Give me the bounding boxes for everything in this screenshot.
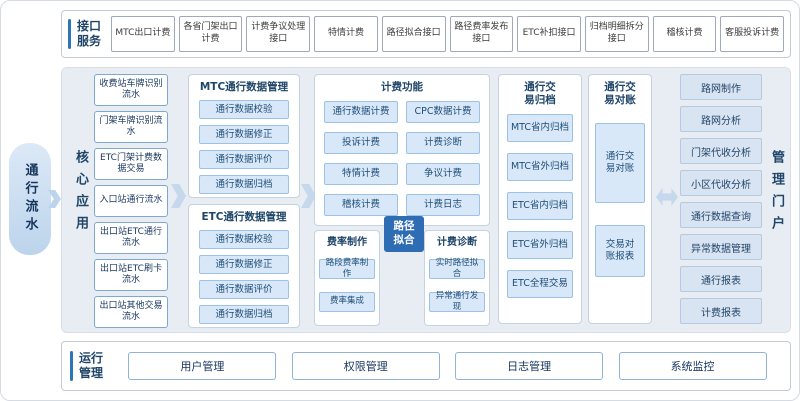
accent-bar-icon xyxy=(68,19,71,49)
operations-items: 用户管理权限管理日志管理系统监控 xyxy=(113,352,782,380)
function-item: 通行数据校验 xyxy=(199,100,289,120)
mtc-items: 通行数据校验通行数据修正通行数据评价通行数据归档 xyxy=(189,94,299,200)
function-item: 通行数据评价 xyxy=(199,150,289,170)
interface-service-item: 路径费率发布接口 xyxy=(449,16,514,52)
portal-item: 计费报表 xyxy=(680,298,762,324)
accent-bar-icon xyxy=(70,351,73,381)
operations-label-text: 运行管理 xyxy=(78,351,103,380)
transaction-reconcile-group: 通行交易对账 通行交易对账 交易对账报表 xyxy=(588,74,652,324)
arrow-right-icon xyxy=(301,184,316,208)
function-item: 争议计费 xyxy=(406,163,480,186)
portal-item: 异常数据管理 xyxy=(680,234,762,260)
operations-item: 日志管理 xyxy=(455,352,604,380)
management-portal-list: 路网制作路网分析门架代收分析小区代收分析通行数据查询异常数据管理通行报表计费报表 xyxy=(680,74,762,324)
interface-services-label-text: 接口服务 xyxy=(76,19,101,48)
function-item: 通行数据归档 xyxy=(199,305,289,325)
operations-label: 运行管理 xyxy=(70,351,105,381)
group-title: 费率制作 xyxy=(327,237,367,248)
operations-bar: 运行管理 用户管理权限管理日志管理系统监控 xyxy=(61,341,791,391)
interface-services-label: 接口服务 xyxy=(68,19,103,49)
double-arrow-icon xyxy=(656,188,678,206)
interface-service-item: 路径拟合接口 xyxy=(381,16,446,52)
portal-item: 通行报表 xyxy=(680,266,762,292)
function-item: ETC全程交易 xyxy=(507,270,573,299)
core-application-panel: 核心应用 收费站车牌识别流水门架车牌识别流水 ETC门架计费数据交易入口站通行流水… xyxy=(61,67,791,333)
billing-functions-group: 计费功能 通行数据计费 CPC数据计费投诉计费计费诊断特情计费争议计费稽核计费计费… xyxy=(314,74,490,226)
interface-service-item: 各省门架出口计费 xyxy=(178,16,243,52)
function-item: 通行数据评价 xyxy=(199,280,289,300)
management-portal-label: 管理门户 xyxy=(769,150,784,238)
function-item: 投诉计费 xyxy=(324,132,398,155)
data-source-item: 出口站其他交易流水 xyxy=(94,296,168,328)
rate-items: 路段费率制作费率集成 xyxy=(315,250,379,321)
group-title: 计费诊断 xyxy=(437,237,477,248)
portal-item: 路网分析 xyxy=(680,106,762,132)
function-item: 通行数据归档 xyxy=(199,175,289,195)
path-fitting-box: 路径拟合 xyxy=(384,216,424,252)
billing-items: 通行数据计费 CPC数据计费投诉计费计费诊断特情计费争议计费稽核计费计费日志 xyxy=(315,94,489,223)
interface-services-bar: 接口服务 MTC出口计费各省门架出口计费计费争议处理接口特情计费路径拟合接口路径… xyxy=(61,10,791,58)
portal-item: 通行数据查询 xyxy=(680,202,762,228)
function-item: 稽核计费 xyxy=(324,194,398,217)
function-item: 异常通行发现 xyxy=(429,291,485,312)
portal-item: 路网制作 xyxy=(680,74,762,100)
function-item: 路段费率制作 xyxy=(319,258,375,279)
function-item: 实时路径拟合 xyxy=(429,258,485,279)
function-item: 通行数据修正 xyxy=(199,125,289,145)
function-item: 通行数据校验 xyxy=(199,230,289,250)
rate-making-group: 费率制作 路段费率制作费率集成 xyxy=(314,230,380,326)
transaction-archive-group: 通行交易归档 MTC省内归档 MTC省外归档 ETC省内归档 ETC省外归档 ETC全程… xyxy=(498,74,582,324)
interface-service-item: ETC补扣接口 xyxy=(517,16,581,52)
data-source-list: 收费站车牌识别流水门架车牌识别流水 ETC门架计费数据交易入口站通行流水出口站ET… xyxy=(94,74,168,328)
interface-service-item: MTC出口计费 xyxy=(111,16,175,52)
function-item: 交易对账报表 xyxy=(595,225,645,278)
portal-item: 小区代收分析 xyxy=(680,170,762,196)
flow-arrow-icon xyxy=(48,190,61,208)
function-item: 计费日志 xyxy=(406,194,480,217)
group-title: 通行交易对账 xyxy=(604,81,636,107)
group-title: 通行交易归档 xyxy=(524,81,556,107)
function-item: 通行数据修正 xyxy=(199,255,289,275)
etc-data-management-group: ETC通行数据管理 通行数据校验通行数据修正通行数据评价通行数据归档 xyxy=(188,204,300,328)
data-source-item: 入口站通行流水 xyxy=(94,185,168,217)
data-source-item: 收费站车牌识别流水 xyxy=(94,74,168,106)
interface-services-items: MTC出口计费各省门架出口计费计费争议处理接口特情计费路径拟合接口路径费率发布接… xyxy=(111,16,785,52)
traffic-flow-pill: 通行流水 xyxy=(9,143,51,255)
data-source-item: 出口站ETC刷卡流水 xyxy=(94,259,168,291)
group-title: MTC通行数据管理 xyxy=(199,81,289,93)
function-item: 特情计费 xyxy=(324,163,398,186)
interface-service-item: 计费争议处理接口 xyxy=(246,16,311,52)
data-source-item: 门架车牌识别流水 xyxy=(94,111,168,143)
data-source-item: ETC门架计费数据交易 xyxy=(94,148,168,180)
function-item: 计费诊断 xyxy=(406,132,480,155)
interface-service-item: 稽核计费 xyxy=(652,16,717,52)
portal-item: 门架代收分析 xyxy=(680,138,762,164)
function-item: 费率集成 xyxy=(319,291,375,312)
interface-service-item: 客服投诉计费 xyxy=(720,16,785,52)
function-item: MTC省外归档 xyxy=(507,153,573,182)
interface-service-item: 特情计费 xyxy=(314,16,378,52)
diagnosis-items: 实时路径拟合异常通行发现 xyxy=(425,250,489,321)
function-item: CPC数据计费 xyxy=(406,101,480,124)
operations-item: 系统监控 xyxy=(618,352,767,380)
function-item: 通行交易对账 xyxy=(595,123,645,204)
arrow-right-icon xyxy=(171,184,186,208)
function-item: MTC省内归档 xyxy=(507,114,573,143)
group-title: ETC通行数据管理 xyxy=(201,211,287,223)
function-item: 通行数据计费 xyxy=(324,101,398,124)
function-item: ETC省内归档 xyxy=(507,192,573,221)
function-item: ETC省外归档 xyxy=(507,231,573,260)
operations-item: 权限管理 xyxy=(291,352,440,380)
archive-items: MTC省内归档 MTC省外归档 ETC省内归档 ETC省外归档 ETC全程交易 xyxy=(499,107,581,305)
data-source-item: 出口站ETC通行流水 xyxy=(94,222,168,254)
etc-items: 通行数据校验通行数据修正通行数据评价通行数据归档 xyxy=(189,224,299,330)
group-title: 计费功能 xyxy=(381,81,423,93)
operations-item: 用户管理 xyxy=(128,352,277,380)
core-application-label: 核心应用 xyxy=(73,150,88,238)
billing-diagnosis-group: 计费诊断 实时路径拟合异常通行发现 xyxy=(424,230,490,326)
interface-service-item: 归档明细拆分接口 xyxy=(584,16,649,52)
mtc-data-management-group: MTC通行数据管理 通行数据校验通行数据修正通行数据评价通行数据归档 xyxy=(188,74,300,198)
